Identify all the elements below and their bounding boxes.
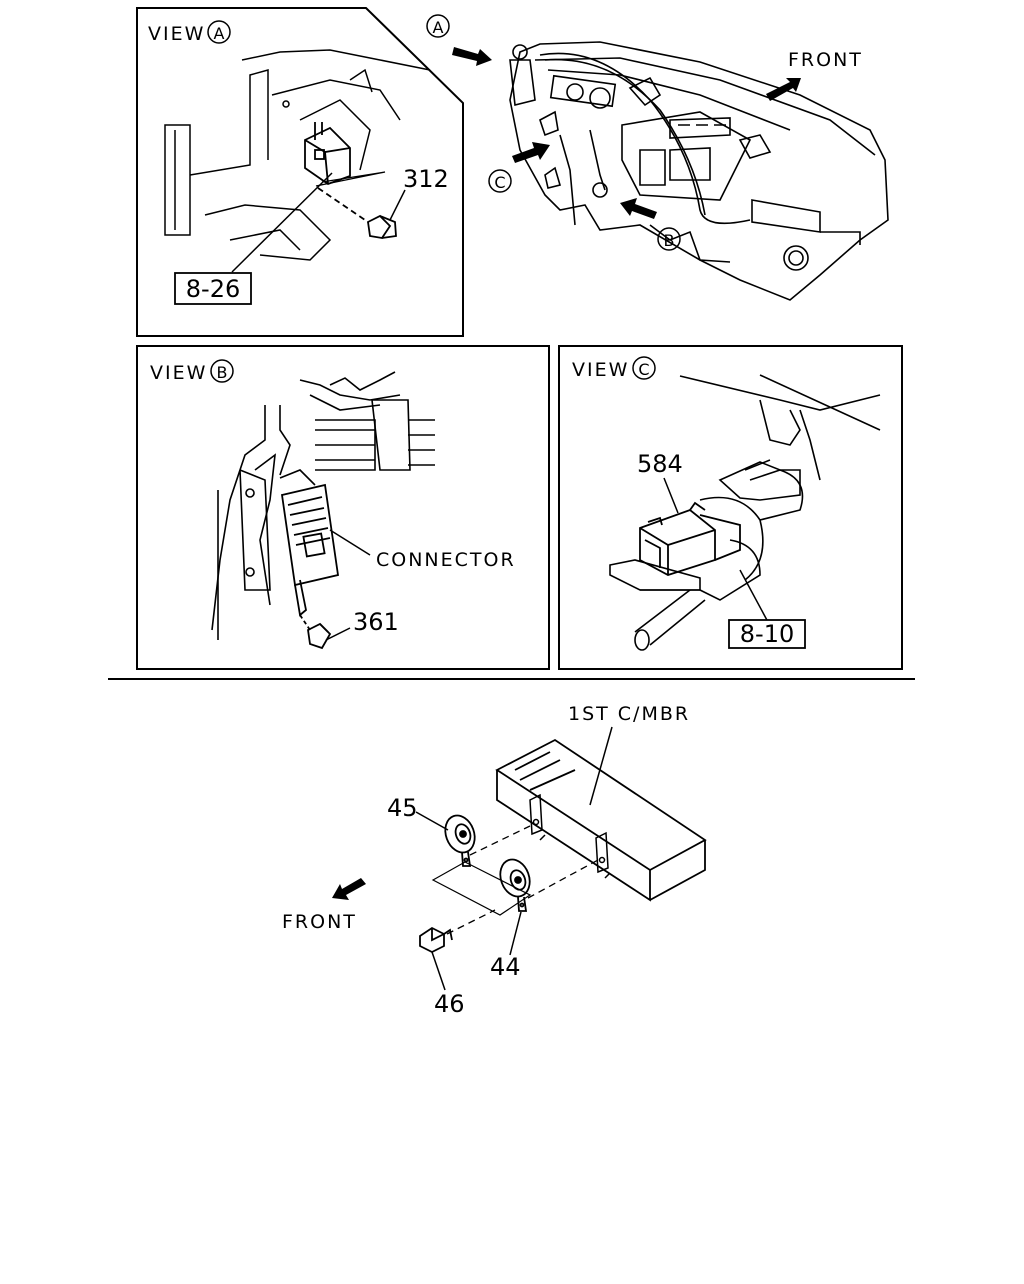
part-number-46: 46	[434, 990, 465, 1018]
view-c-letter-icon: C	[632, 356, 656, 380]
dashboard-drawing: FRONT A C B	[426, 14, 889, 301]
view-a-frame	[136, 7, 464, 337]
front-arrow-bottom-icon	[332, 878, 366, 900]
ref-box-8-26	[174, 272, 252, 305]
horn-assembly-drawing: 1ST C/MBR	[282, 703, 707, 1018]
horn-45	[444, 814, 476, 867]
part-number-45: 45	[387, 794, 418, 822]
view-a-panel: VIEW A	[136, 7, 464, 337]
relay-component	[304, 122, 351, 186]
view-b-letter-icon: B	[210, 359, 234, 383]
part-number-44: 44	[490, 953, 521, 981]
svg-text:C: C	[638, 360, 649, 379]
bolt-46	[419, 926, 453, 954]
ref-8-10-text: 8-10	[740, 620, 794, 648]
front-label-top: FRONT	[788, 49, 863, 71]
view-c-label: VIEW	[572, 359, 629, 381]
view-c-structure-drawing	[609, 374, 881, 651]
arrow-b-letter: B	[664, 231, 675, 250]
view-a-bracket-drawing	[164, 49, 431, 261]
front-arrow-icon	[766, 78, 801, 101]
part-number-312: 312	[403, 165, 449, 193]
view-b-panel: VIEW B	[136, 345, 550, 670]
arrow-b-icon: B	[620, 198, 681, 251]
view-c-frame	[558, 345, 903, 670]
arrow-c-letter: C	[494, 173, 505, 192]
view-b-label: VIEW	[150, 362, 207, 384]
arrow-a-letter: A	[433, 18, 444, 37]
ref-8-26-text: 8-26	[186, 275, 240, 303]
svg-text:B: B	[217, 363, 228, 382]
mounting-guide-lines	[446, 825, 599, 935]
connector-label: CONNECTOR	[376, 549, 516, 571]
part-number-584: 584	[637, 450, 683, 478]
module-584	[639, 501, 741, 576]
ref-box-8-10	[728, 619, 806, 649]
bolt-312	[317, 187, 397, 239]
arrow-c-icon: C	[488, 142, 550, 193]
bolt-361	[299, 614, 332, 650]
part-number-361: 361	[353, 608, 399, 636]
view-a-label: VIEW	[148, 23, 205, 45]
member-brackets	[529, 793, 611, 879]
view-a-letter-icon: A	[207, 20, 231, 44]
horn-44	[499, 858, 531, 912]
view-b-structure-drawing	[211, 371, 435, 640]
connector-component	[280, 483, 340, 617]
svg-text:A: A	[214, 24, 225, 43]
front-label-bottom: FRONT	[282, 911, 357, 933]
member-label: 1ST C/MBR	[568, 703, 690, 725]
view-c-panel: VIEW C 584	[558, 345, 903, 670]
view-b-frame	[136, 345, 550, 670]
arrow-a-icon: A	[426, 14, 492, 66]
